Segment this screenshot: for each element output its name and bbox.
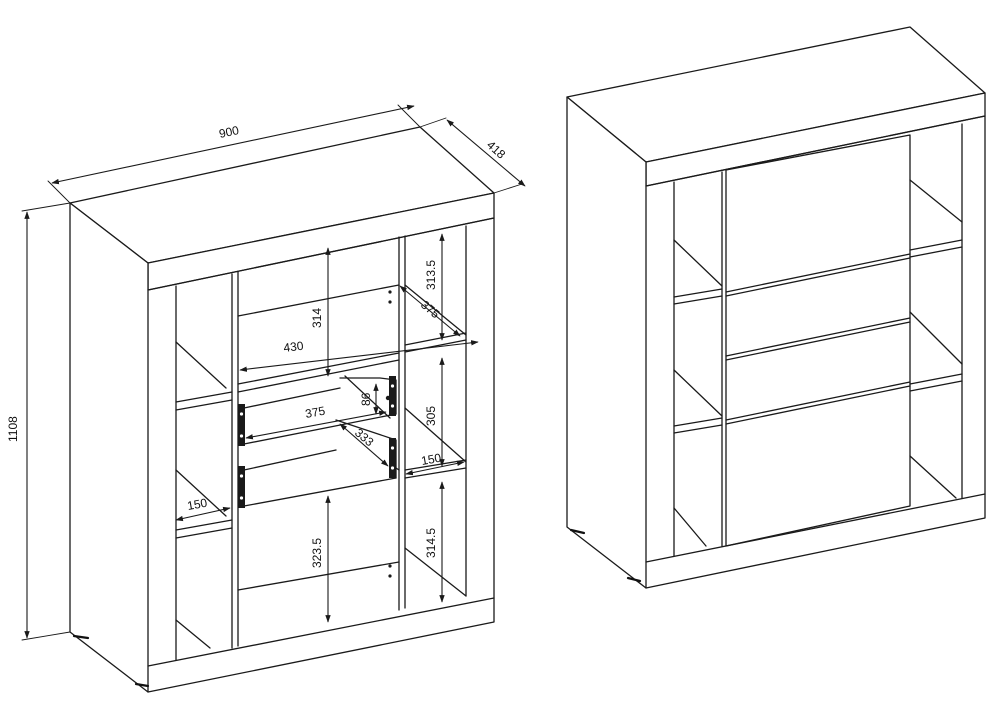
left-shelf-1 [175, 391, 233, 411]
pin-hole [388, 564, 392, 568]
left-cabinet-foot-left [72, 634, 90, 640]
dim-drawer-depth-label: 333 [352, 426, 377, 450]
dim-height-extension [21, 202, 71, 641]
right-cab-left-shelf-2 [673, 417, 723, 434]
left-cabinet: 900 418 1108 314 313.5 375 430 375 86 33… [6, 104, 526, 693]
dim-width-label: 900 [218, 123, 241, 141]
runner-screw [390, 384, 395, 388]
drawer-lower-runner-left [238, 466, 245, 508]
dim-drawer-width-label: 375 [304, 404, 326, 421]
runner-screw [239, 496, 244, 500]
dim-width-line [51, 104, 415, 185]
right-cabinet-front-outline [645, 115, 986, 589]
dim-right-depth-line [399, 285, 461, 337]
right-cab-left-shelf-1-depth [673, 239, 723, 287]
door-front-gap [725, 381, 911, 421]
dim-depth-line [446, 119, 526, 187]
dim-depth-label: 418 [484, 138, 508, 162]
drawer-front-1-gap [725, 253, 911, 293]
door-front-top [725, 385, 911, 425]
left-cabinet-front-outline [147, 217, 495, 693]
dim-shelf-width-label: 430 [283, 339, 305, 355]
center-bottom-back [237, 561, 400, 591]
center-back-top [237, 284, 400, 317]
dim-bottom-right-label: 314.5 [424, 528, 438, 558]
pin-hole [388, 290, 392, 294]
dim-drawer-height-label: 86 [359, 392, 373, 406]
dim-drawer-width-line [245, 410, 387, 440]
runner-screw [390, 466, 395, 470]
dim-left-shelf-depth-line [175, 506, 231, 522]
dim-right-mid-label: 305 [424, 406, 438, 426]
dim-center-top-label: 314 [310, 308, 324, 328]
right-cabinet [566, 26, 986, 589]
dim-shelf-width-line [239, 340, 479, 372]
runner-screw [390, 404, 395, 408]
drawer-upper-runner-right [389, 376, 396, 416]
dim-left-shelf-depth-label: 150 [186, 496, 208, 513]
runner-screw [239, 412, 244, 416]
right-cab-left-shelf-1 [673, 288, 723, 305]
dim-right-shelf-depth-label: 150 [420, 451, 442, 468]
right-cabinet-foot-front [626, 576, 642, 583]
drawer-upper-front-top [243, 387, 341, 409]
right-cab-right-shelf-2 [909, 311, 963, 392]
left-cabinet-foot-front [134, 682, 150, 688]
runner-screw [390, 446, 395, 450]
pin-hole [388, 574, 392, 578]
left-bottom-depth [175, 619, 211, 649]
left-shelf-1-depth [175, 341, 227, 389]
drawer-upper-runner-left [238, 404, 245, 446]
drawer-lower-runner-right [389, 438, 396, 478]
left-shelf-2 [175, 519, 233, 539]
dim-height-label: 1108 [6, 416, 20, 442]
left-cabinet-side [69, 202, 149, 693]
drawer-front-2-gap [725, 317, 911, 357]
pin-hole [388, 300, 392, 304]
center-shelf [237, 352, 400, 393]
right-cab-fronts [725, 134, 911, 547]
dim-right-shelf-depth-line [405, 460, 465, 476]
drawer-handle-hole [385, 395, 391, 401]
right-cabinet-side [566, 96, 647, 589]
right-cab-left-bottom-depth [673, 507, 707, 547]
runner-screw [239, 434, 244, 438]
left-cabinet-plinth-line [147, 597, 495, 667]
right-cab-left-shelf-2-depth [673, 369, 723, 417]
drawer-lower [238, 419, 400, 508]
right-cab-right-shelf-1 [909, 179, 963, 258]
drawer-lower-stop [395, 467, 400, 471]
drawer-front-2-bottom [725, 321, 911, 361]
right-shelf-2-depth [404, 407, 467, 463]
drawer-front-1-bottom [725, 257, 911, 297]
right-cabinet-foot-left [569, 528, 586, 535]
dim-drawer-depth-line [339, 423, 389, 467]
drawer-lower-front-bottom [243, 469, 397, 507]
right-bottom-depth [404, 547, 467, 597]
dim-right-top-label: 313.5 [424, 260, 438, 290]
dim-bottom-center-label: 323.5 [310, 538, 324, 568]
runner-screw [239, 474, 244, 478]
right-cab-right-bottom-depth [909, 455, 957, 499]
right-cabinet-plinth-line [645, 493, 986, 563]
drawer-lower-front-top [243, 449, 337, 471]
